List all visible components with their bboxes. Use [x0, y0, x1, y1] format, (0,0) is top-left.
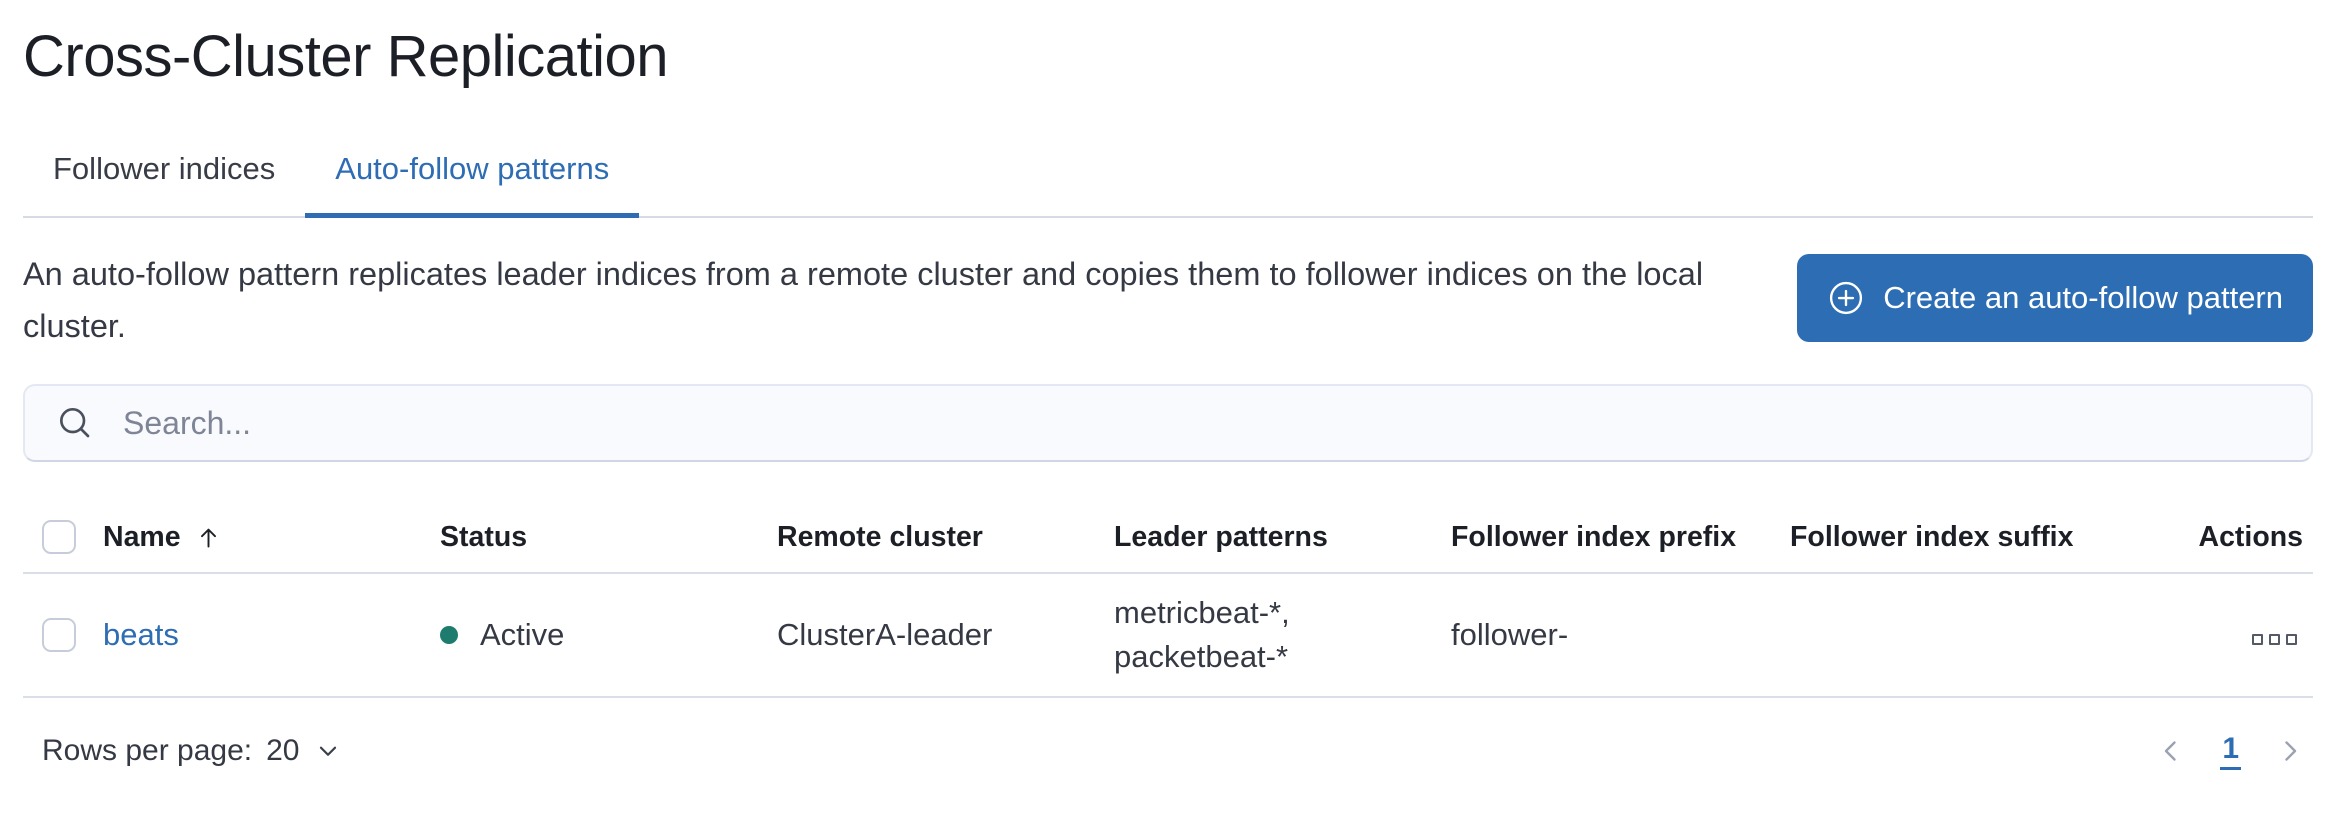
select-row-checkbox[interactable]	[42, 618, 76, 652]
leader-pattern-line: packetbeat-*	[1114, 639, 1289, 674]
search-input[interactable]	[121, 403, 2291, 443]
column-header-follower-index-prefix: Follower index prefix	[1451, 520, 1737, 553]
select-all-checkbox[interactable]	[42, 520, 76, 554]
actions-cell	[2246, 617, 2313, 653]
table-header-row: Name Status Remote cluster Leader patter…	[23, 502, 2313, 574]
tabs: Follower indices Auto-follow patterns	[23, 123, 2313, 218]
remote-cluster-cell: ClusterA-leader	[777, 617, 993, 652]
rows-per-page-button[interactable]: Rows per page: 20	[42, 734, 342, 768]
page-description: An auto-follow pattern replicates leader…	[23, 256, 1704, 344]
chevron-down-icon	[314, 737, 342, 765]
sort-ascending-arrow-icon	[195, 524, 222, 551]
follower-index-prefix-cell: follower-	[1451, 617, 1569, 652]
create-auto-follow-pattern-button[interactable]: Create an auto-follow pattern	[1797, 254, 2313, 342]
rows-per-page-value: 20	[266, 734, 300, 767]
column-header-follower-index-suffix: Follower index suffix	[1790, 520, 2074, 553]
search-icon	[55, 403, 95, 443]
status-cell: Active	[440, 617, 777, 653]
chevron-right-icon	[2275, 736, 2305, 766]
column-header-remote-cluster: Remote cluster	[777, 520, 983, 553]
chevron-left-icon	[2156, 736, 2186, 766]
table-footer: Rows per page: 20 1	[23, 732, 2313, 770]
status-label: Active	[480, 617, 565, 652]
column-header-leader-patterns: Leader patterns	[1114, 520, 1328, 553]
page-title: Cross-Cluster Replication	[23, 24, 669, 89]
cross-cluster-replication-page: Cross-Cluster Replication Follower indic…	[0, 21, 2336, 770]
pagination: 1	[2152, 732, 2313, 770]
search-bar	[23, 384, 2313, 462]
column-header-actions: Actions	[2198, 520, 2303, 553]
tab-auto-follow-patterns[interactable]: Auto-follow patterns	[305, 123, 640, 218]
previous-page-button[interactable]	[2152, 732, 2190, 770]
rows-per-page-label: Rows per page:	[42, 734, 253, 767]
create-button-label: Create an auto-follow pattern	[1883, 280, 2283, 315]
column-header-status: Status	[440, 520, 528, 553]
next-page-button[interactable]	[2271, 732, 2309, 770]
status-active-dot-icon	[440, 626, 458, 644]
auto-follow-patterns-table: Name Status Remote cluster Leader patter…	[23, 502, 2313, 698]
boxes-horizontal-icon	[2252, 634, 2263, 645]
tab-follower-indices[interactable]: Follower indices	[53, 151, 276, 186]
table-row: beats Active ClusterA-leader metricbeat-…	[23, 574, 2313, 698]
leader-pattern-line: metricbeat-*,	[1114, 595, 1290, 630]
intro-row: An auto-follow pattern replicates leader…	[23, 248, 2313, 352]
pattern-name-link[interactable]: beats	[103, 617, 179, 652]
all-actions-button[interactable]	[2246, 628, 2303, 651]
leader-patterns-cell: metricbeat-*, packetbeat-*	[1114, 591, 1451, 679]
column-header-name[interactable]: Name	[103, 521, 440, 554]
plus-in-circle-icon	[1827, 279, 1865, 317]
page-number-1[interactable]: 1	[2220, 732, 2241, 770]
